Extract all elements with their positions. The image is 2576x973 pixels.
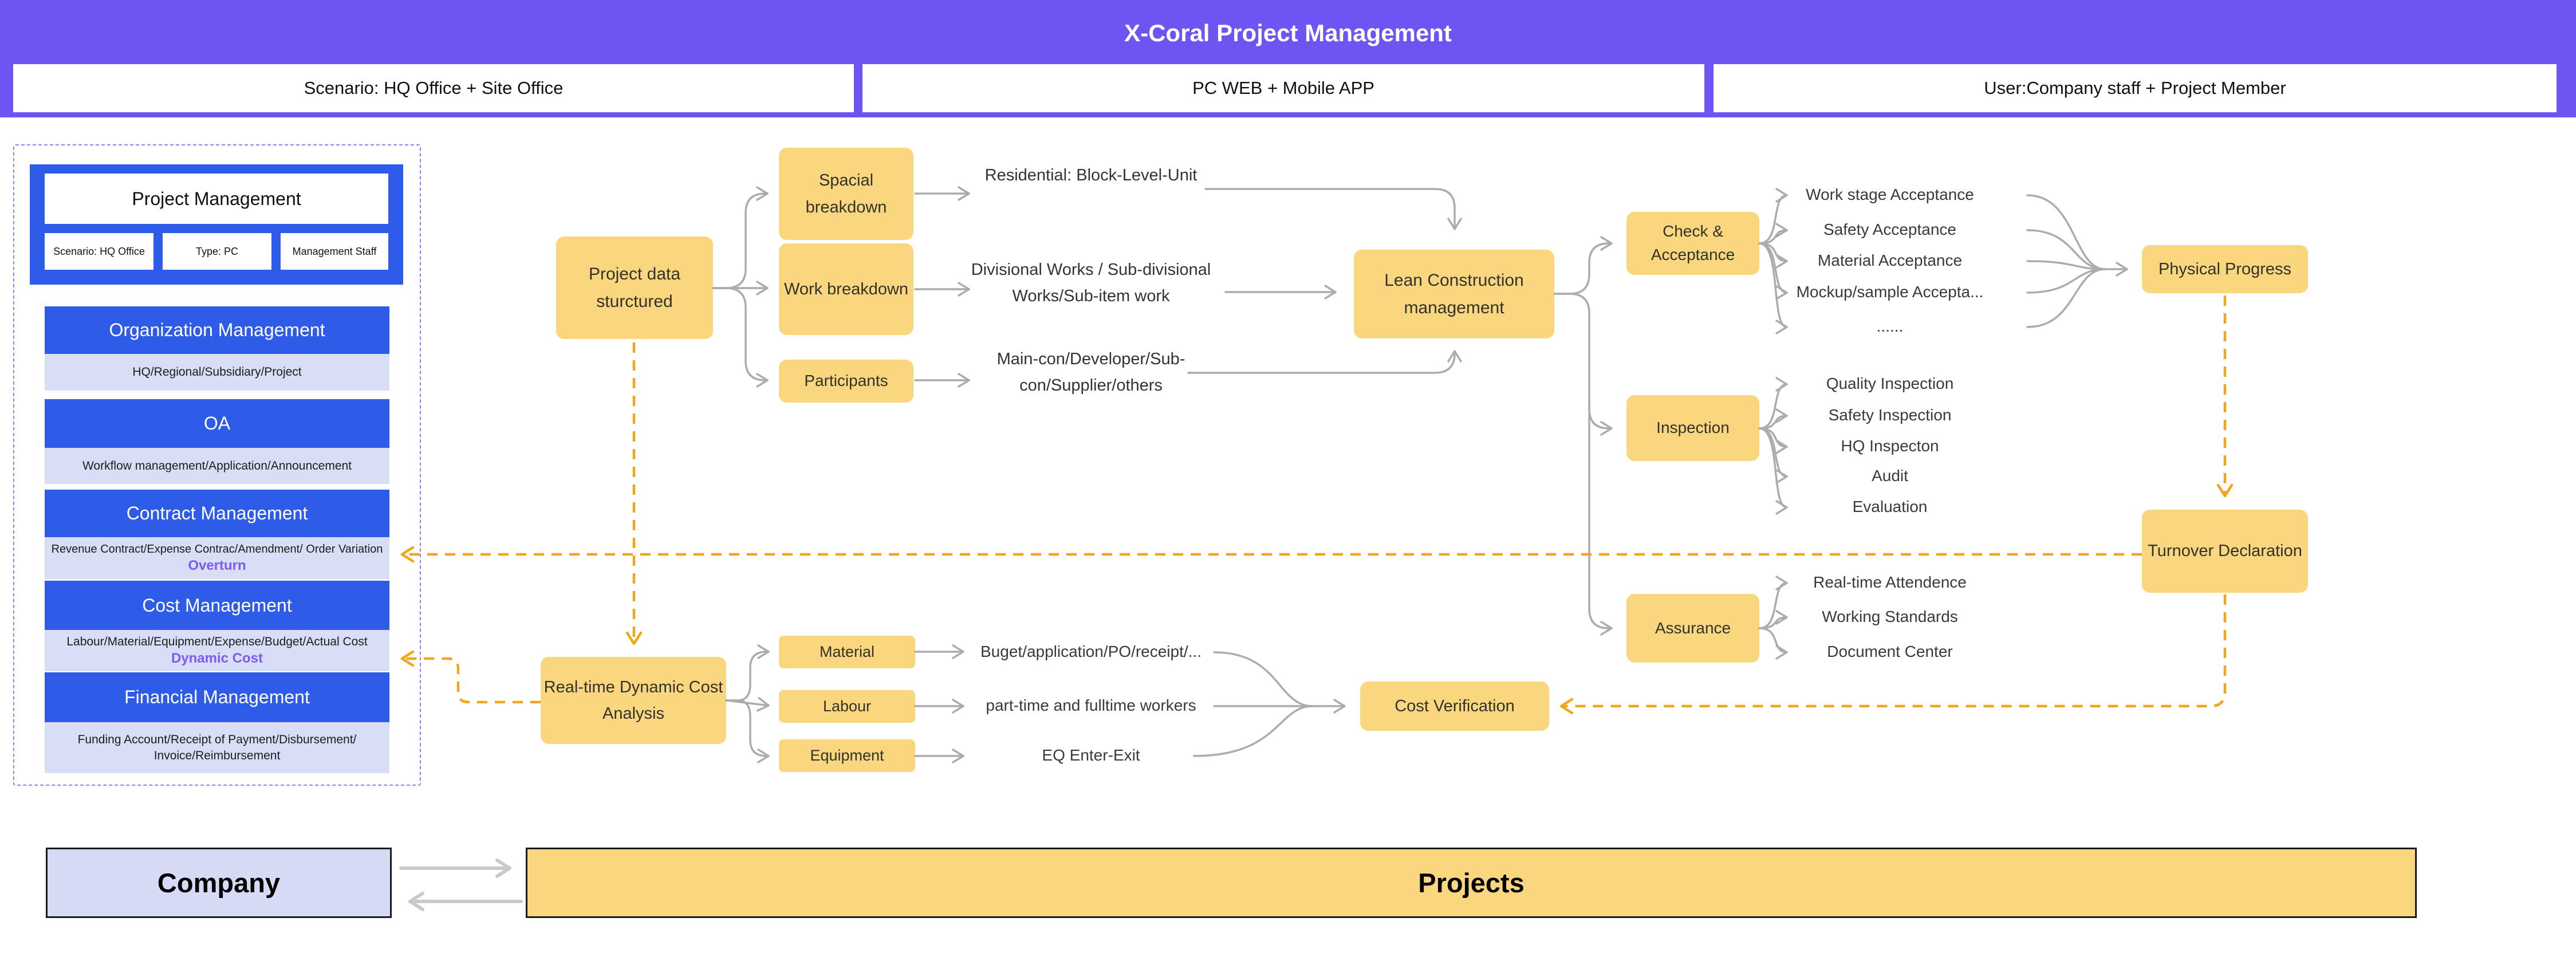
node-material: Material [779,636,915,668]
label-material-detail: Buget/application/PO/receipt/... [980,643,1202,660]
detail-text: HQ/Regional/Subsidiary/Project [132,365,302,379]
detail-highlight: Overturn [188,557,246,573]
sidebar-module-cost-detail: Labour/Material/Equipment/Expense/Budget… [45,630,389,671]
detail-text: Workflow management/Application/Announce… [82,459,352,472]
sidebar-tag-scenario: Scenario: HQ Office [45,233,153,270]
header-user-box: User:Company staff + Project Member [1714,64,2557,112]
node-realtime-dynamic-cost: Real-time Dynamic Cost Analysis [541,657,726,744]
label-equipment-detail: EQ Enter-Exit [1042,746,1140,764]
label-inspection-item: Quality Inspection [1826,375,1954,392]
node-cost-verification: Cost Verification [1360,682,1549,731]
sidebar-module-contract: Contract Management [45,490,389,537]
label-inspection-item: HQ Inspecton [1841,437,1939,455]
node-work-breakdown: Work breakdown [779,243,913,335]
label-acceptance-item: Material Acceptance [1817,251,1963,269]
company-box: Company [46,848,392,918]
node-check-acceptance: Check & Acceptance [1626,212,1759,275]
detail-text: Labour/Material/Equipment/Expense/Budget… [66,635,368,648]
sidebar-module-cost: Cost Management [45,581,389,630]
detail-text: Revenue Contract/Expense Contrac/Amendme… [51,542,383,556]
node-project-data: Project data sturctured [556,237,713,339]
sidebar-module-organization: Organization Management [45,306,389,354]
sidebar-module-oa-detail: Workflow management/Application/Announce… [45,448,389,484]
header-platform-box: PC WEB + Mobile APP [862,64,1704,112]
label-residential: Residential: Block-Level-Unit [984,166,1198,184]
label-participant-types: Main-con/Developer/Sub-con/Supplier/othe… [996,350,1185,395]
label-assurance-item: Document Center [1827,643,1953,660]
node-spacial-breakdown: Spacial breakdown [779,148,913,240]
detail-highlight: Dynamic Cost [171,651,263,667]
node-equipment: Equipment [779,739,915,772]
label-inspection-item: Evaluation [1852,498,1928,515]
node-lean-construction: Lean Construction management [1354,250,1554,338]
label-assurance-item: Real-time Attendence [1813,573,1967,591]
label-inspection-item: Safety Inspection [1828,406,1952,424]
label-acceptance-item: Mockup/sample Accepta... [1796,283,1984,301]
node-labour: Labour [779,690,915,723]
node-physical-progress: Physical Progress [2142,245,2308,293]
sidebar-module-contract-detail: Revenue Contract/Expense Contrac/Amendme… [45,537,389,579]
label-divisional-works: Divisional Works / Sub-divisional Works/… [971,261,1211,306]
label-acceptance-item: Work stage Acceptance [1806,186,1974,203]
header-scenario-box: Scenario: HQ Office + Site Office [13,64,854,112]
sidebar-tag-type: Type: PC [163,233,271,270]
label-acceptance-item: ...... [1876,317,1904,335]
node-participants: Participants [779,360,913,403]
label-labour-detail: part-time and fulltime workers [986,696,1196,714]
node-assurance: Assurance [1626,594,1759,663]
node-inspection: Inspection [1626,395,1759,461]
label-assurance-item: Working Standards [1822,608,1958,625]
sidebar-module-oa: OA [45,399,389,448]
label-acceptance-item: Safety Acceptance [1823,220,1956,238]
sidebar-module-financial: Financial Management [45,672,389,722]
sidebar-module-organization-detail: HQ/Regional/Subsidiary/Project [45,354,389,391]
projects-box: Projects [526,848,2417,918]
detail-text: Funding Account/Receipt of Payment/Disbu… [77,733,357,762]
sidebar-module-financial-detail: Funding Account/Receipt of Payment/Disbu… [45,722,389,773]
node-turnover-declaration: Turnover Declaration [2142,510,2308,593]
sidebar-tag-staff: Management Staff [281,233,388,270]
sidebar-title: Project Management [45,174,388,224]
page-title: X-Coral Project Management [1124,19,1452,46]
label-inspection-item: Audit [1872,467,1908,484]
